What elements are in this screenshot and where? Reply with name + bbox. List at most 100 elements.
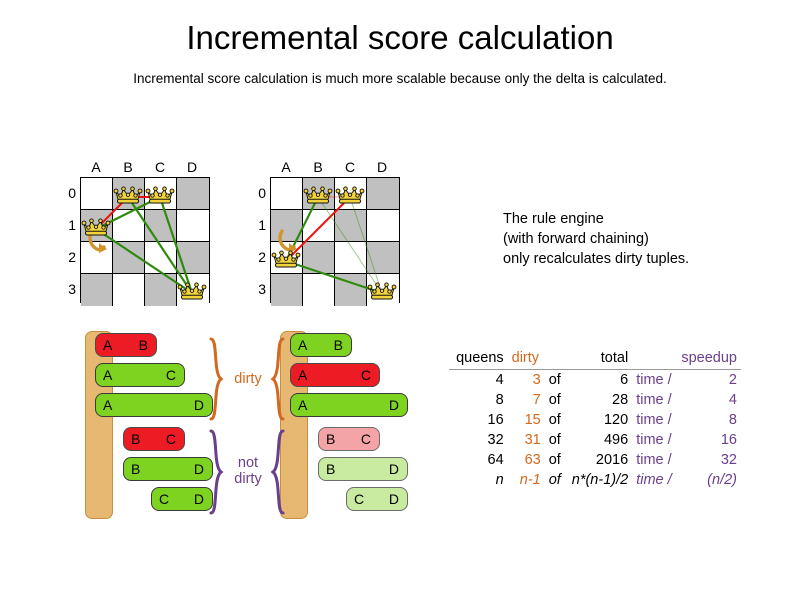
board-cell-A1[interactable] xyxy=(271,210,303,242)
tuple-left-label: B xyxy=(131,431,141,447)
cell-speedup: (n/2) xyxy=(707,472,737,488)
cell-dirty: 7 xyxy=(532,392,541,408)
board-cell-C3[interactable] xyxy=(335,274,367,306)
board-cell-A2[interactable] xyxy=(81,242,113,274)
board-cell-A0[interactable] xyxy=(81,178,113,210)
cell-total: 28 xyxy=(612,392,629,408)
tuple-right-label: B xyxy=(333,337,343,353)
cell-time: time / xyxy=(636,472,672,488)
board-cell-B0[interactable] xyxy=(113,178,145,210)
board-cell-B2[interactable] xyxy=(113,242,145,274)
board-cell-D2[interactable] xyxy=(177,242,209,274)
tuple-left-label: A xyxy=(298,367,308,383)
cell-queens: n xyxy=(495,472,504,488)
col-label-A: A xyxy=(281,159,291,175)
board-cell-C1[interactable] xyxy=(145,210,177,242)
board-cell-B1[interactable] xyxy=(113,210,145,242)
board-cell-A2[interactable] xyxy=(271,242,303,274)
board-cell-C1[interactable] xyxy=(335,210,367,242)
tuple-right-label: C xyxy=(165,367,176,383)
cell-total: 2016 xyxy=(595,452,629,468)
board-cell-A1[interactable] xyxy=(81,210,113,242)
board-cell-A3[interactable] xyxy=(271,274,303,306)
board-cell-D1[interactable] xyxy=(177,210,209,242)
board-cell-C2[interactable] xyxy=(335,242,367,274)
cell-dirty: 15 xyxy=(524,412,541,428)
tuple-left-label: A xyxy=(103,337,113,353)
board-cell-D2[interactable] xyxy=(367,242,399,274)
board-cell-C0[interactable] xyxy=(335,178,367,210)
cell-queens: 32 xyxy=(487,432,504,448)
tuple-left-label: A xyxy=(298,337,308,353)
not-dirty-brace-left xyxy=(209,429,224,515)
tuple-right-label: D xyxy=(193,491,204,507)
board-cell-A0[interactable] xyxy=(271,178,303,210)
cell-speedup: 16 xyxy=(720,432,737,448)
header-queens: queens xyxy=(449,350,508,370)
col-label-B: B xyxy=(123,159,133,175)
tuple-right-label: D xyxy=(388,461,399,477)
tuple-right-label: D xyxy=(193,461,204,477)
board-cell-B1[interactable] xyxy=(303,210,335,242)
cell-speedup: 32 xyxy=(720,452,737,468)
row-label-0: 0 xyxy=(68,185,76,201)
board-cell-C0[interactable] xyxy=(145,178,177,210)
cell-speedup: 2 xyxy=(728,372,737,388)
cell-of: of xyxy=(548,432,561,448)
cell-time: time / xyxy=(636,452,672,468)
header-dirty: dirty xyxy=(507,350,545,370)
board-cell-B3[interactable] xyxy=(113,274,145,306)
tuple-left-label: A xyxy=(103,367,113,383)
board-cell-A3[interactable] xyxy=(81,274,113,306)
cell-speedup: 8 xyxy=(728,412,737,428)
cell-dirty: n-1 xyxy=(519,472,541,488)
tuple-right-label: C xyxy=(360,367,371,383)
board-cell-B2[interactable] xyxy=(303,242,335,274)
cell-queens: 8 xyxy=(495,392,504,408)
not-dirty-line2: dirty xyxy=(234,471,262,487)
row-label-2: 2 xyxy=(68,249,76,265)
board-cell-D0[interactable] xyxy=(177,178,209,210)
board-cell-B3[interactable] xyxy=(303,274,335,306)
board-cell-C3[interactable] xyxy=(145,274,177,306)
tuple-right-label: D xyxy=(388,491,399,507)
board-cell-D0[interactable] xyxy=(367,178,399,210)
cell-of: of xyxy=(548,412,561,428)
cell-of: of xyxy=(548,452,561,468)
tuple-left-label: C xyxy=(159,491,170,507)
board-cell-D1[interactable] xyxy=(367,210,399,242)
board-cell-D3[interactable] xyxy=(367,274,399,306)
board-cell-C2[interactable] xyxy=(145,242,177,274)
tuple-right-label: D xyxy=(388,397,399,413)
cell-dirty: 63 xyxy=(524,452,541,468)
cell-total: n*(n-1)/2 xyxy=(571,472,629,488)
header-of xyxy=(544,350,566,370)
dirty-brace-right xyxy=(270,337,285,421)
cell-queens: 4 xyxy=(495,372,504,388)
not-dirty-line1: not xyxy=(237,455,259,471)
board-cell-B0[interactable] xyxy=(303,178,335,210)
board-cell-D3[interactable] xyxy=(177,274,209,306)
cell-dirty: 3 xyxy=(532,372,541,388)
tuple-right-label: B xyxy=(138,337,148,353)
